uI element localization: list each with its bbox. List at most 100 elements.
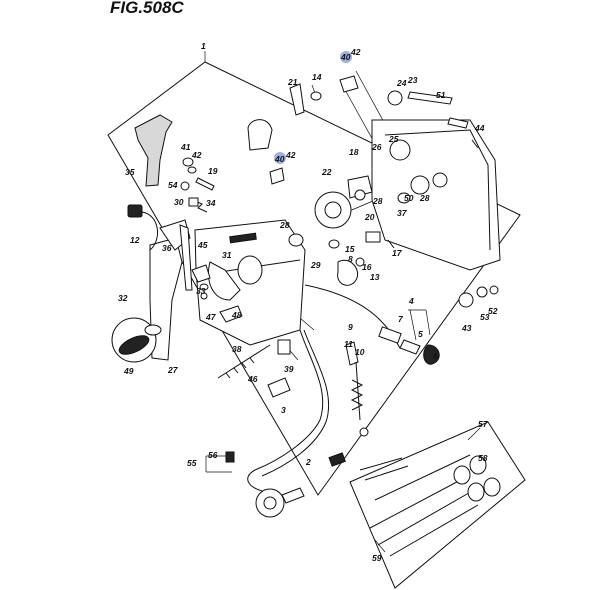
callout: 28 — [419, 193, 430, 203]
nut-16 — [355, 257, 365, 267]
callout: 3 — [281, 405, 286, 415]
callout: 36 — [162, 243, 172, 253]
cable-kit-frame-outline — [349, 421, 526, 589]
washer-42-left — [187, 166, 197, 174]
ball-54 — [180, 181, 190, 191]
callout: 18 — [349, 147, 359, 157]
throttle-lever-handle — [134, 114, 173, 187]
callout: 32 — [118, 293, 128, 303]
bushing-29 — [328, 239, 340, 249]
callout: 22 — [321, 167, 332, 177]
figure-title: FIG.508C — [110, 0, 184, 17]
nut-52 — [489, 285, 499, 295]
callout: 45 — [197, 240, 208, 250]
pin-19 — [195, 177, 215, 191]
callout: 29 — [310, 260, 321, 270]
callout: 16 — [362, 262, 372, 272]
plate-40-mid — [269, 167, 285, 185]
callout: 37 — [397, 208, 408, 218]
callout: 20 — [364, 212, 375, 222]
callout-labels: 1 2 3 4 5 6 7 8 9 10 11 12 13 14 15 16 1… — [118, 41, 498, 563]
callout: 30 — [174, 197, 184, 207]
knob-43 — [458, 292, 474, 308]
bolt-33 — [199, 283, 209, 291]
washer-14 — [310, 91, 322, 101]
callout: 42 — [350, 47, 361, 57]
lanyard-cord-10 — [355, 361, 361, 421]
callout: 17 — [392, 248, 403, 258]
callout: 21 — [287, 77, 298, 87]
callout: 9 — [348, 322, 353, 332]
callout: 54 — [168, 180, 178, 190]
callout: 31 — [222, 250, 232, 260]
callout: 25 — [388, 134, 399, 144]
bolt-47 — [200, 292, 208, 300]
callout: 46 — [247, 374, 258, 384]
callout: 14 — [312, 72, 322, 82]
callout: 26 — [371, 142, 382, 152]
switch-body-7 — [378, 326, 402, 344]
callout: 12 — [130, 235, 140, 245]
callout: 58 — [478, 453, 488, 463]
callout: 41 — [180, 142, 191, 152]
bracket-48 — [219, 305, 243, 323]
callout: 40 — [340, 52, 351, 62]
lanyard-switch-11 — [345, 341, 359, 366]
plate-40-top — [339, 75, 359, 93]
callout: 40 — [274, 154, 285, 164]
trim-switch — [127, 204, 143, 218]
callout: 51 — [436, 90, 446, 100]
callout: 15 — [345, 244, 355, 254]
screw-17 — [387, 239, 395, 249]
callout: 5 — [418, 329, 423, 339]
callout: 19 — [208, 166, 218, 176]
callout: 47 — [205, 312, 217, 322]
callout: 44 — [474, 123, 485, 133]
cover-bushing — [389, 139, 411, 161]
washer-41 — [182, 157, 194, 167]
highlight-marker-40-mid — [274, 152, 286, 164]
key-cap-6 — [423, 344, 440, 365]
callout: 1 — [201, 41, 206, 51]
shaft-bore — [237, 255, 263, 285]
key-switch-tab — [281, 487, 305, 504]
spacer-37 — [397, 192, 411, 204]
callout: 28 — [372, 196, 383, 206]
lever-cap — [144, 324, 162, 336]
callout: 43 — [461, 323, 472, 333]
bracket-3 — [267, 377, 291, 398]
wiring-harness — [247, 329, 324, 493]
callout: 55 — [187, 458, 197, 468]
callout: 23 — [407, 75, 418, 85]
callout: 8 — [348, 254, 353, 264]
label-plate — [229, 232, 257, 244]
callout: 28 — [279, 220, 290, 230]
callout: 13 — [370, 272, 380, 282]
link-rod-23 — [407, 91, 453, 105]
callout: 42 — [285, 150, 296, 160]
callout: 6 — [433, 351, 438, 361]
shift-cam-20 — [354, 189, 366, 201]
callout: 57 — [478, 419, 489, 429]
neutral-switch-13 — [337, 259, 358, 286]
neutral-lock-bar — [179, 224, 193, 291]
spring-21 — [289, 83, 305, 116]
collar-24 — [387, 90, 403, 106]
washer-53 — [476, 286, 488, 298]
cable-end-boots-58 — [453, 455, 501, 502]
washer-28-mid — [288, 233, 304, 247]
trim-switch-wire — [141, 211, 158, 251]
harness-connector — [328, 452, 346, 467]
control-cables — [359, 454, 479, 557]
bracket-15 — [365, 231, 381, 243]
callout: 48 — [231, 310, 242, 320]
callout: 11 — [344, 339, 353, 349]
clip-39 — [277, 339, 291, 355]
detent-plate-45 — [191, 264, 211, 283]
callout: 52 — [488, 306, 498, 316]
lever-18 — [347, 175, 373, 199]
callout: 4 — [408, 296, 414, 306]
lanyard-clip — [359, 427, 369, 437]
callout: 7 — [398, 314, 404, 324]
